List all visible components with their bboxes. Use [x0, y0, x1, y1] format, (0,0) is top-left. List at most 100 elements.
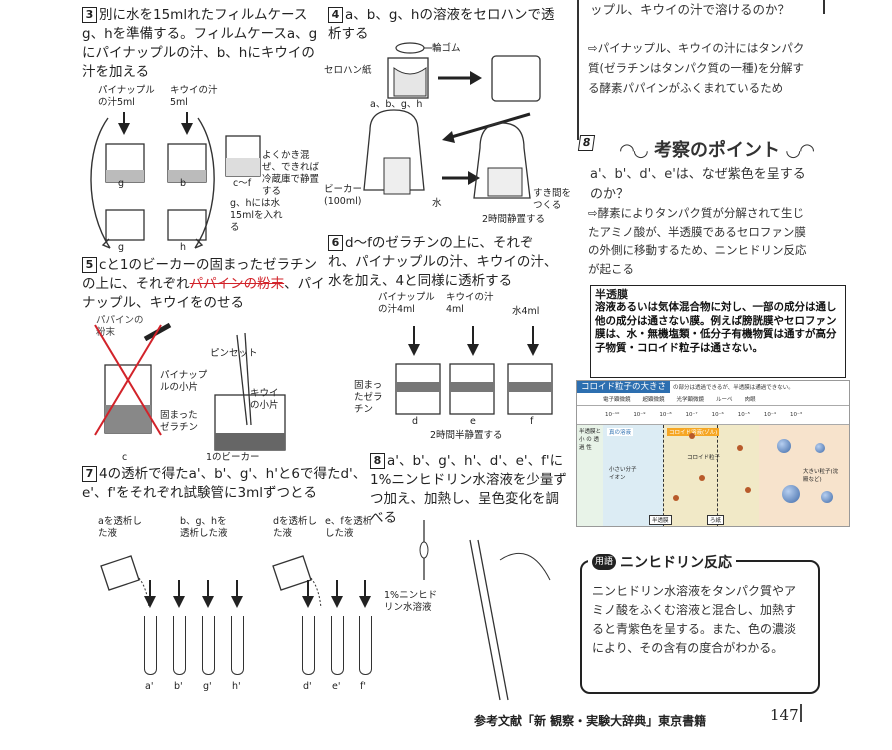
- test-tube: [202, 616, 215, 675]
- cup-label: f: [530, 416, 534, 427]
- step-number: 6: [328, 235, 343, 251]
- tube-label: f': [360, 681, 366, 692]
- particle-label: 大きい粒子(沈殿など): [803, 469, 839, 483]
- cup-label: d: [412, 416, 419, 427]
- bgh-dialysed-label: b、g、hを透析した液: [180, 516, 228, 539]
- arrow-stem: [207, 580, 209, 598]
- membrane-line: [663, 425, 664, 526]
- membrane-box: 半透膜 溶液あるいは気体混合物に対し、一部の成分は通し他の成分は通さない膜。例え…: [590, 285, 846, 378]
- true-solution-zone: [603, 425, 663, 526]
- side-label: 半透膜と 小 の 透過 性: [577, 425, 603, 526]
- footer-label: ろ紙: [707, 515, 725, 525]
- large-zone: [759, 425, 849, 526]
- step-4-text: a、b、g、hの溶液をセロハンで透析する: [328, 7, 555, 42]
- mix-note: よくかき混ぜ、できれば冷蔵庫で静置する: [262, 150, 320, 197]
- size-tick: 10⁻⁸: [659, 412, 672, 418]
- arrow-stem: [149, 580, 151, 598]
- footer-label: 半透膜: [649, 515, 672, 525]
- arrow-stem: [472, 326, 474, 346]
- down-arrow-icon: [408, 344, 420, 356]
- arrow-stem: [336, 580, 338, 598]
- tube-label: a': [145, 681, 154, 692]
- cup-label: e: [470, 416, 476, 427]
- colloid-dot: [673, 495, 679, 501]
- down-arrow-icon: [467, 344, 479, 356]
- ninhydrin-label: 1%ニンヒドリン水溶液: [384, 590, 438, 613]
- down-arrow-icon: [144, 596, 156, 608]
- microscope-row: 電子顕微鏡 超顕微鏡 光学顕微鏡 ルーペ 肉眼: [577, 393, 849, 406]
- column-divider: [823, 0, 825, 14]
- step3-diagram: [90, 117, 261, 249]
- kiwi-juice-label: キウイの汁5ml: [170, 85, 218, 108]
- zone-label: 真の溶液: [607, 428, 634, 436]
- down-arrow-icon: [118, 123, 130, 135]
- gel-label: 固まったゼラチン: [160, 410, 199, 433]
- beaker1-label: 1のビーカー: [206, 452, 260, 463]
- scale-label: 肉眼: [744, 397, 756, 403]
- down-arrow-icon: [331, 596, 343, 608]
- kiwi-4ml-label: キウイの汁4ml: [446, 292, 494, 315]
- leaf-icon: ◠◡: [620, 140, 648, 161]
- test-tube: [359, 616, 372, 675]
- down-arrow-icon: [231, 596, 243, 608]
- step4-diagram: [363, 42, 541, 199]
- arrow-stem: [186, 112, 188, 124]
- tube-label: d': [303, 681, 312, 692]
- gap-label: すき間をつくる: [533, 188, 572, 211]
- pine-piece-label: パイナップルの小片: [160, 370, 208, 393]
- arrow-stem: [178, 580, 180, 598]
- down-arrow-icon: [359, 596, 371, 608]
- rubber-band-label: 輪ゴム: [432, 43, 461, 54]
- colloid-subtitle: の部分は透過できるが、半透膜は通過できない。: [673, 385, 794, 391]
- size-tick: 10⁻⁴: [763, 412, 776, 418]
- arrow-stem: [364, 580, 366, 598]
- question-top: ップル、キウイの汁で溶けるのか？: [590, 2, 791, 17]
- down-arrow-icon: [527, 344, 539, 356]
- down-arrow-icon: [181, 123, 193, 135]
- page-edge-mark: [800, 704, 802, 722]
- colloid-dot: [689, 433, 695, 439]
- large-particle: [777, 439, 791, 453]
- ef-dialysed-label: e、fを透析した液: [325, 516, 373, 539]
- gel-label: 固まったゼラチン: [354, 380, 383, 415]
- large-particle: [815, 443, 825, 453]
- question-2: a'、b'、d'、e'は、なぜ紫色を呈するのか？: [590, 167, 806, 202]
- cup-c-label: c: [122, 452, 128, 463]
- large-particle: [782, 485, 800, 503]
- rest-2-5h-label: 2時間半静置する: [430, 430, 503, 441]
- colloid-dot: [737, 445, 743, 451]
- colloid-figure: コロイド粒子の大きさ の部分は透過できるが、半透膜は通過できない。 電子顕微鏡 …: [576, 380, 850, 527]
- a-dialysed-label: aを透析した液: [98, 516, 142, 539]
- beaker-label: ビーカー(100ml): [324, 184, 363, 207]
- water-label: 水: [432, 198, 442, 209]
- answer-top: ⇨パイナップル、キウイの汁にはタンパク質(ゼラチンはタンパク質の一種)を分解する…: [588, 41, 805, 95]
- step6-cups: [395, 363, 553, 415]
- size-tick: 10⁻⁵: [737, 412, 750, 418]
- step-7-text: 4の透析で得たa'、b'、g'、h'と6で得たd'、e'、f'をそれぞれ試験管に…: [82, 466, 367, 501]
- step-number: 5: [82, 257, 97, 273]
- point-title-text: 考察のポイント: [653, 140, 780, 161]
- tube-label: b': [174, 681, 183, 692]
- kiwi-piece-label: キウイの小片: [250, 388, 279, 411]
- column-divider: [577, 0, 579, 140]
- arrow-stem: [123, 112, 125, 124]
- tube-label: g: [118, 242, 125, 253]
- test-tube: [302, 616, 315, 675]
- step-5-text-b: 、パイナップル、キウイをのせる: [82, 276, 325, 311]
- filter-line: [717, 425, 718, 526]
- size-tick: 10⁻⁶: [711, 412, 724, 418]
- water-4ml-label: 水4ml: [512, 306, 540, 317]
- colloid-body: 半透膜と 小 の 透過 性 真の溶液 コロイド溶液(ゾル) 小さい分子 イオン …: [577, 425, 849, 526]
- size-tick: 10⁻⁷: [685, 412, 698, 418]
- test-tube: [331, 616, 344, 675]
- answer-2: ⇨酵素によりタンパク質が分解されて生じたアミノ酸が、半透膜であるセロファン膜の外…: [588, 206, 807, 276]
- step-3-text: 別に水を15mlれたフィルムケースg、hを準備する。フィルムケースa、gにパイナ…: [82, 7, 318, 80]
- d-dialysed-label: dを透析した液: [273, 516, 318, 539]
- test-tube: [144, 616, 157, 675]
- particle-label: イオン: [609, 475, 626, 481]
- membrane-body: 溶液あるいは気体混合物に対し、一部の成分は通し他の成分は通さない膜。例えば膀胱膜…: [595, 301, 837, 354]
